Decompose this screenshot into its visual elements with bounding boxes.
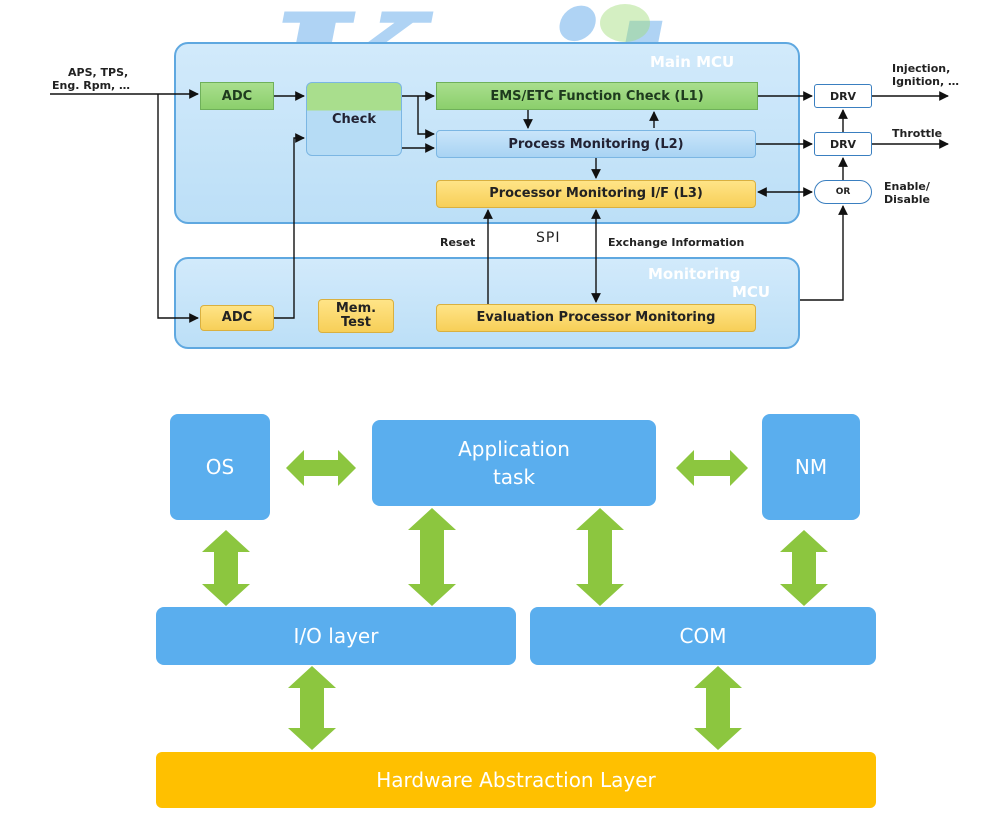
output-injection-1: Injection, — [892, 62, 951, 75]
inputs-label-2: Eng. Rpm, … — [52, 79, 131, 92]
main-adc-box: ADC — [200, 82, 274, 110]
nm-block: NM — [762, 414, 860, 520]
check-box: Check — [306, 82, 402, 156]
os-io-double-arrow — [202, 530, 250, 606]
or-gate: OR — [814, 180, 872, 204]
app-nm-double-arrow — [676, 450, 748, 486]
io-hal-double-arrow — [288, 666, 336, 750]
output-injection-2: Ignition, … — [892, 75, 959, 88]
application-task-line-1: Application — [458, 437, 570, 461]
application-task-block: Application task — [372, 420, 656, 506]
main-mcu-title: Main MCU — [650, 53, 735, 71]
monitoring-adc-box: ADC — [200, 305, 274, 331]
app-io-double-arrow — [408, 508, 456, 606]
monitoring-mcu-panel — [174, 257, 800, 349]
os-block: OS — [170, 414, 270, 520]
com-block: COM — [530, 607, 876, 665]
spi-label: SPI — [536, 230, 561, 246]
mem-test-line-1: Mem. — [335, 301, 377, 316]
mem-test-box: Mem. Test — [318, 299, 394, 333]
l1-function-check-box: EMS/ETC Function Check (L1) — [436, 82, 758, 110]
nm-com-double-arrow — [780, 530, 828, 606]
exchange-information-label: Exchange Information — [608, 236, 745, 249]
watermark-dot — [600, 4, 650, 42]
l3-processor-monitoring-box: Processor Monitoring I/F (L3) — [436, 180, 756, 208]
drv-throttle-box: DRV — [814, 132, 872, 156]
application-task-line-2: task — [492, 465, 536, 489]
monitoring-mcu-title-1: Monitoring — [648, 265, 741, 283]
output-enable-2: Disable — [884, 193, 930, 206]
evaluation-processor-monitoring-box: Evaluation Processor Monitoring — [436, 304, 756, 332]
com-hal-double-arrow — [694, 666, 742, 750]
reset-label: Reset — [440, 236, 476, 249]
output-enable-1: Enable/ — [884, 180, 930, 193]
hardware-abstraction-layer-block: Hardware Abstraction Layer — [156, 752, 876, 808]
os-app-double-arrow — [286, 450, 356, 486]
mem-test-line-2: Test — [341, 315, 371, 330]
drv-injection-box: DRV — [814, 84, 872, 108]
io-layer-block: I/O layer — [156, 607, 516, 665]
monitoring-mcu-title-2: MCU — [732, 283, 771, 301]
app-com-double-arrow — [576, 508, 624, 606]
l2-process-monitoring-box: Process Monitoring (L2) — [436, 130, 756, 158]
inputs-label-1: APS, TPS, — [68, 66, 129, 79]
output-throttle: Throttle — [892, 127, 943, 140]
